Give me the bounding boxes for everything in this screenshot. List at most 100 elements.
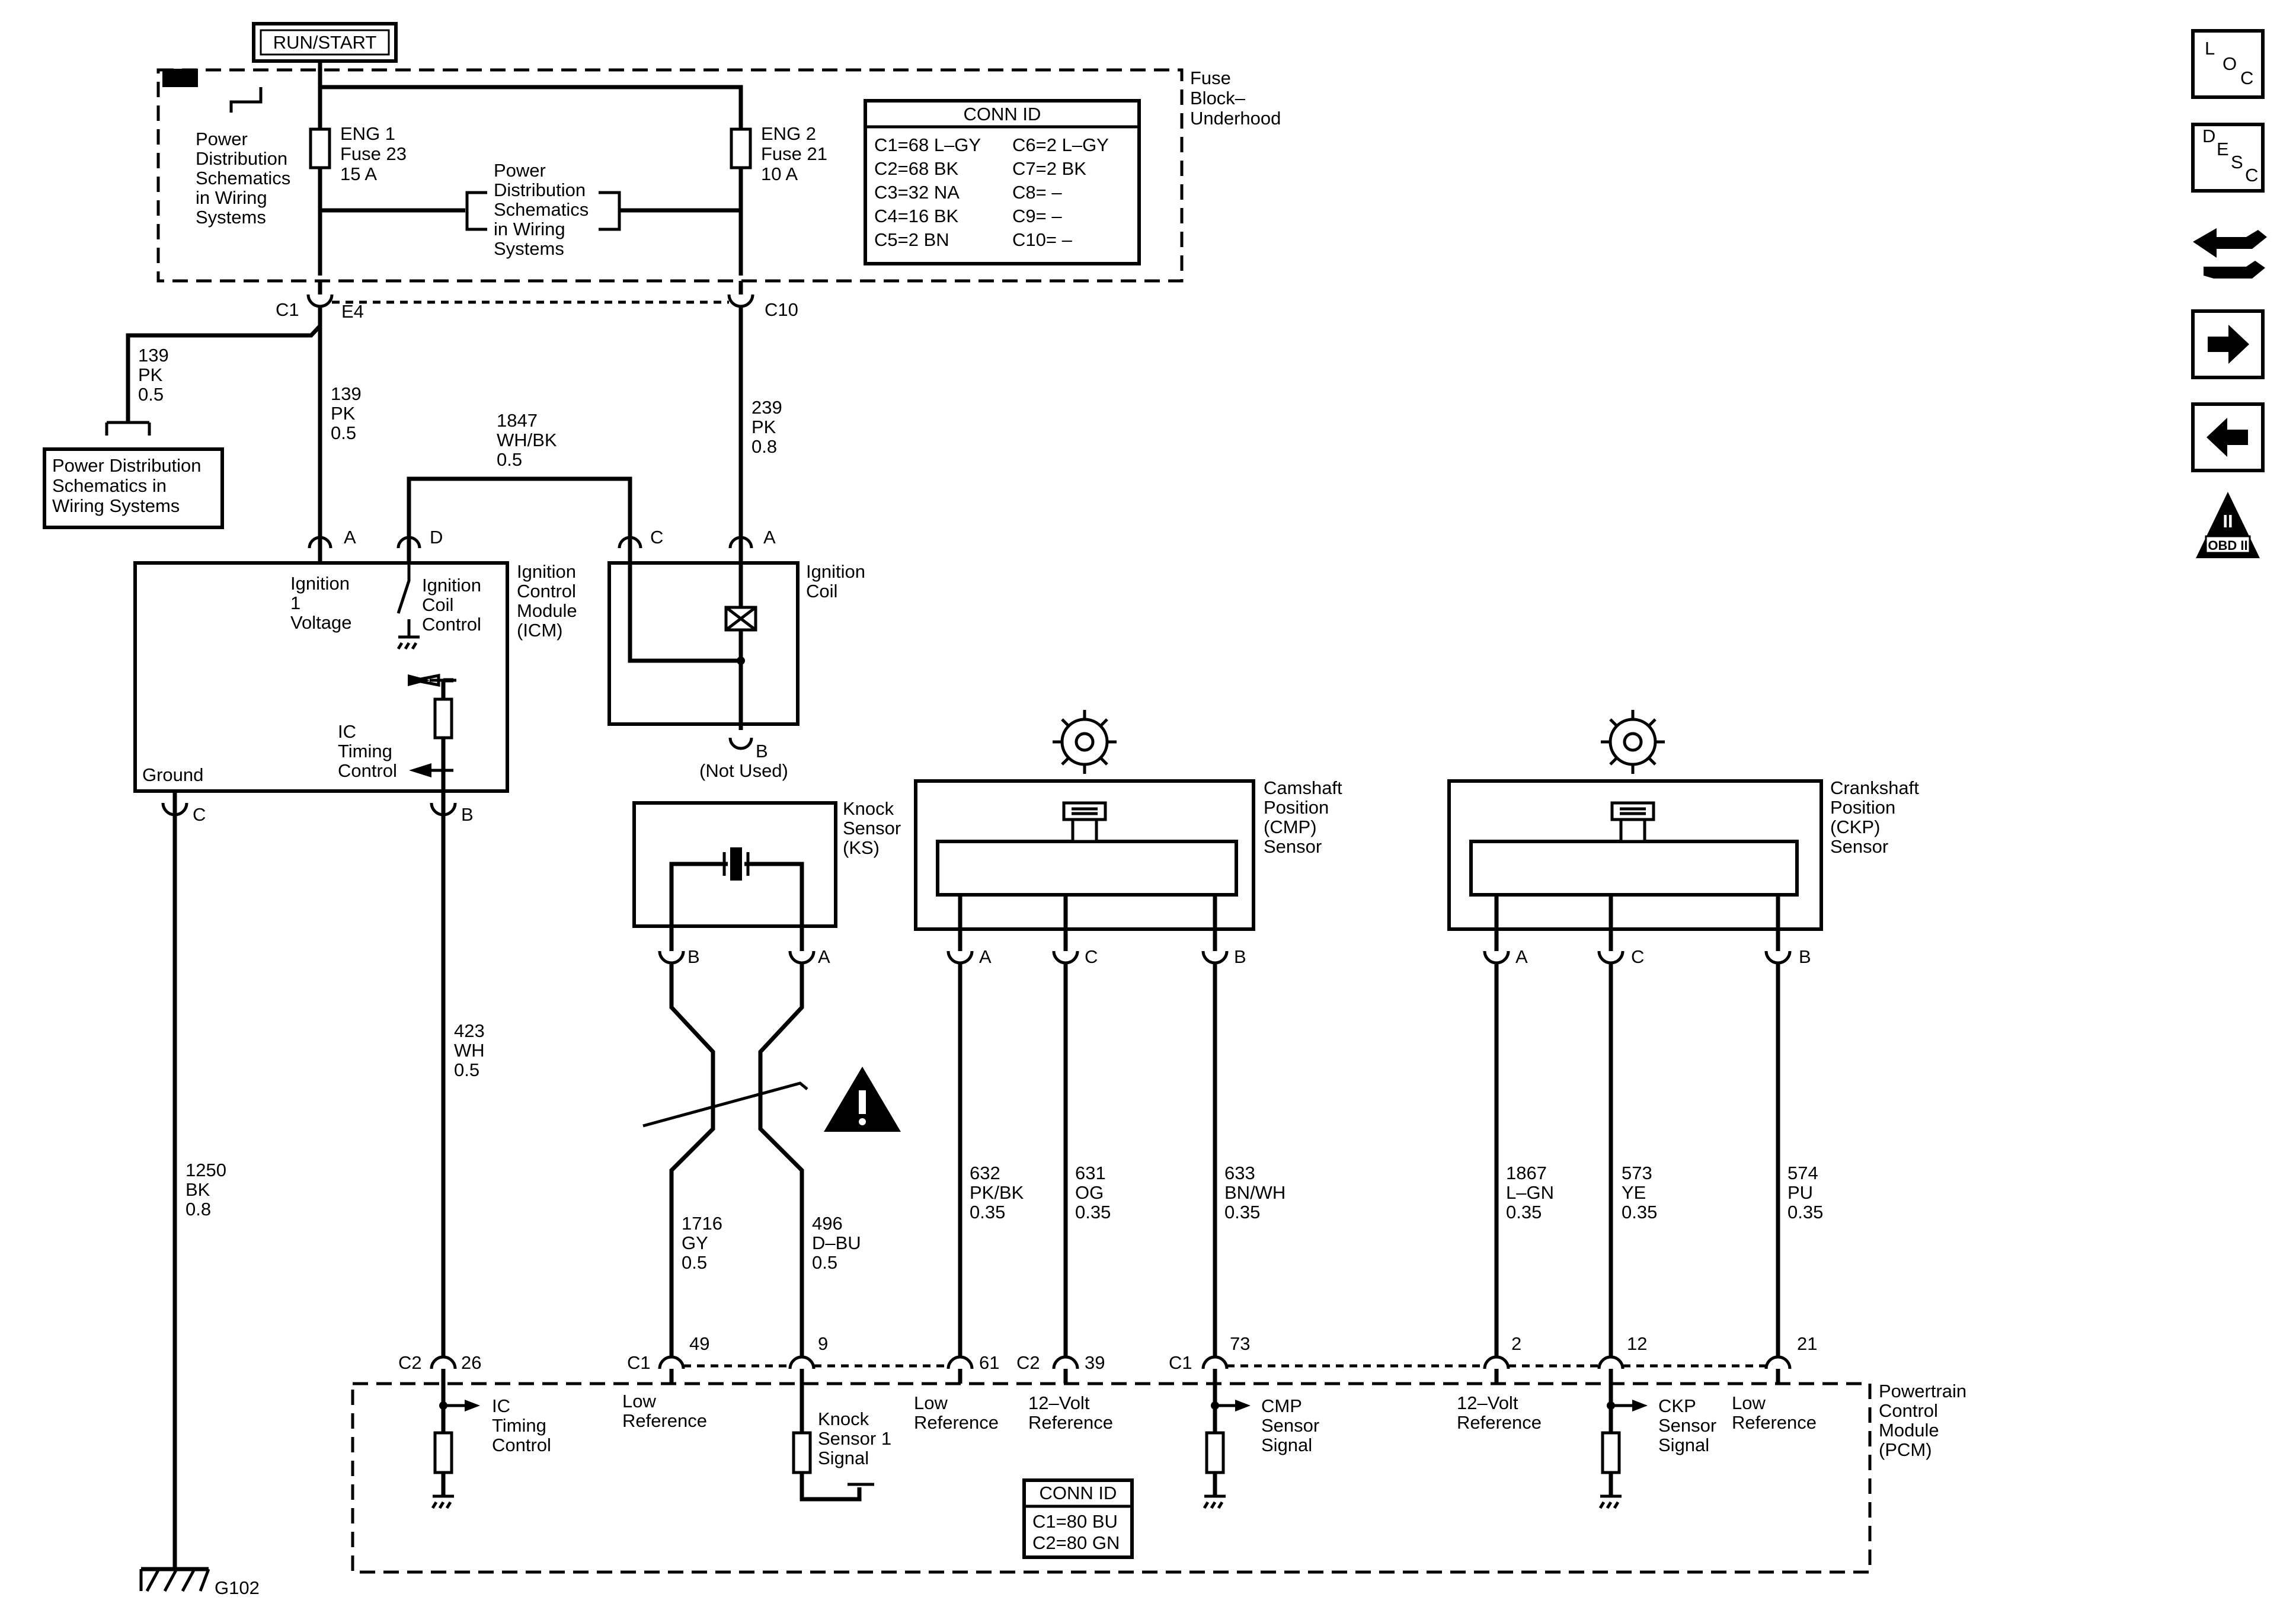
icm-bottom-connectors: [161, 802, 457, 817]
svg-text:0.35: 0.35: [1224, 1202, 1260, 1222]
pcm-12v-ref2-label: 12–Volt Reference: [1457, 1393, 1542, 1433]
e4-label: E4: [341, 301, 364, 322]
svg-text:Control: Control: [1879, 1400, 1938, 1421]
svg-text:0.5: 0.5: [497, 449, 522, 470]
pcm-low-ref3-label: Low Reference: [1732, 1393, 1817, 1433]
svg-text:Block–: Block–: [1190, 88, 1246, 108]
obd-ii-icon[interactable]: II OBD II: [2196, 492, 2260, 558]
pcm-connectors: [430, 1355, 1792, 1369]
fuse-block-conn-id: CONN ID C1=68 L–GY C2=68 BK C3=32 NA C4=…: [864, 99, 1141, 265]
ckp-gear-icon: [1601, 710, 1665, 774]
svg-text:Signal: Signal: [1261, 1435, 1312, 1455]
ckp-sensor-element: [1469, 840, 1799, 897]
svg-text:0.5: 0.5: [812, 1252, 837, 1273]
c10-label: C10: [765, 299, 798, 320]
svg-text:0.35: 0.35: [1787, 1202, 1823, 1222]
wire-632-label: 632 PK/BK 0.35: [970, 1163, 1024, 1222]
svg-text:(PCM): (PCM): [1879, 1439, 1932, 1460]
svg-text:0.8: 0.8: [752, 436, 777, 457]
pds-left-label: Power Distribution Schematics in Wiring …: [196, 129, 290, 228]
cmp-gear-icon: [1053, 710, 1117, 774]
svg-text:C6=2 L–GY: C6=2 L–GY: [1012, 135, 1109, 155]
svg-text:Timing: Timing: [492, 1415, 546, 1436]
svg-text:B: B: [756, 741, 768, 761]
svg-text:0.5: 0.5: [682, 1252, 707, 1273]
wire-1716: [669, 963, 715, 1357]
fuse-eng1: [309, 127, 331, 169]
svg-text:PU: PU: [1787, 1182, 1813, 1203]
svg-text:0.35: 0.35: [970, 1202, 1005, 1222]
svg-text:139: 139: [331, 383, 362, 404]
back-arrow-icon[interactable]: [2191, 402, 2265, 472]
svg-text:II: II: [2223, 511, 2233, 532]
icm-coil-control-label: Ignition Coil Control: [422, 575, 481, 635]
svg-text:26: 26: [461, 1352, 481, 1373]
fuse-eng1-label: ENG 1 Fuse 23 15 A: [340, 123, 407, 184]
pcm-signal-arrows: [439, 1400, 1648, 1411]
pds-mid-bracket: [465, 191, 621, 231]
svg-text:Reference: Reference: [622, 1410, 707, 1431]
svg-text:12: 12: [1627, 1333, 1647, 1354]
svg-text:Schematics: Schematics: [196, 168, 290, 188]
svg-text:Crankshaft: Crankshaft: [1830, 777, 1919, 798]
svg-text:C2=68 BK: C2=68 BK: [874, 158, 959, 179]
icm-label: Ignition Control Module (ICM): [517, 561, 577, 641]
schematic-icon[interactable]: [2193, 228, 2267, 279]
svg-text:Distribution: Distribution: [196, 148, 287, 169]
svg-text:IC: IC: [492, 1395, 510, 1416]
icm-ignition-voltage-label: Ignition 1 Voltage: [290, 573, 351, 633]
svg-text:0.35: 0.35: [1075, 1202, 1111, 1222]
svg-text:12–Volt: 12–Volt: [1457, 1393, 1518, 1413]
forward-arrow-icon[interactable]: [2191, 309, 2265, 379]
svg-text:PK/BK: PK/BK: [970, 1182, 1024, 1203]
wire-496: [758, 963, 804, 1357]
svg-text:Sensor: Sensor: [843, 818, 901, 838]
icm-pin-c: C: [193, 804, 206, 825]
svg-text:Low: Low: [914, 1393, 948, 1413]
svg-text:YE: YE: [1622, 1182, 1646, 1203]
svg-text:Power: Power: [494, 160, 546, 181]
ks-pin-b: B: [687, 946, 700, 967]
wire-139-pk-label: 139 PK 0.5: [331, 383, 362, 443]
wire-139-pk-branch-label: 139 PK 0.5: [138, 345, 169, 405]
svg-text:10 A: 10 A: [761, 164, 798, 184]
cmp-connectors: [946, 950, 1229, 965]
svg-text:Power: Power: [196, 129, 248, 149]
icm-resistor: [433, 697, 453, 740]
wire-496-label: 496 D–BU 0.5: [812, 1213, 861, 1273]
wire-239-label: 239 PK 0.8: [752, 397, 782, 457]
svg-text:Signal: Signal: [1658, 1435, 1709, 1455]
cmp-label: Camshaft Position (CMP) Sensor: [1264, 777, 1342, 857]
svg-text:(CMP): (CMP): [1264, 817, 1317, 837]
svg-text:C4=16 BK: C4=16 BK: [874, 206, 959, 226]
svg-text:1867: 1867: [1506, 1163, 1547, 1183]
pds-box: Power Distribution Schematics in Wiring …: [43, 447, 224, 529]
desc-icon[interactable]: D E S C: [2191, 123, 2265, 193]
pcm-12v-ref1-label: 12–Volt Reference: [1028, 1393, 1113, 1433]
svg-text:C7=2 BK: C7=2 BK: [1012, 158, 1086, 179]
svg-text:S: S: [2231, 152, 2243, 172]
svg-text:CONN ID: CONN ID: [964, 104, 1041, 124]
svg-text:Control: Control: [492, 1435, 551, 1455]
svg-text:Reference: Reference: [1457, 1412, 1542, 1433]
loc-icon[interactable]: L O C: [2191, 29, 2265, 99]
pcm-cmp-signal-label: CMP Sensor Signal: [1261, 1395, 1319, 1455]
icm-coil-top-connectors: [308, 536, 753, 549]
run-start-label-box: [162, 69, 198, 87]
icm-pin-b: B: [461, 804, 474, 825]
svg-text:1847: 1847: [497, 410, 538, 431]
svg-text:ENG 2: ENG 2: [761, 123, 816, 144]
coil-pin-a: A: [763, 527, 776, 548]
svg-text:1716: 1716: [682, 1213, 722, 1234]
pcm-outline: [351, 1382, 1872, 1574]
svg-text:239: 239: [752, 397, 782, 418]
wire-633-label: 633 BN/WH 0.35: [1224, 1163, 1285, 1222]
coil-winding-wires: [628, 563, 743, 730]
wire-1847-label: 1847 WH/BK 0.5: [497, 410, 557, 470]
svg-text:0.8: 0.8: [186, 1199, 211, 1219]
svg-text:Distribution: Distribution: [494, 180, 586, 200]
svg-text:Sensor 1: Sensor 1: [818, 1428, 891, 1449]
svg-text:Coil: Coil: [422, 594, 453, 615]
svg-text:(CKP): (CKP): [1830, 817, 1880, 837]
